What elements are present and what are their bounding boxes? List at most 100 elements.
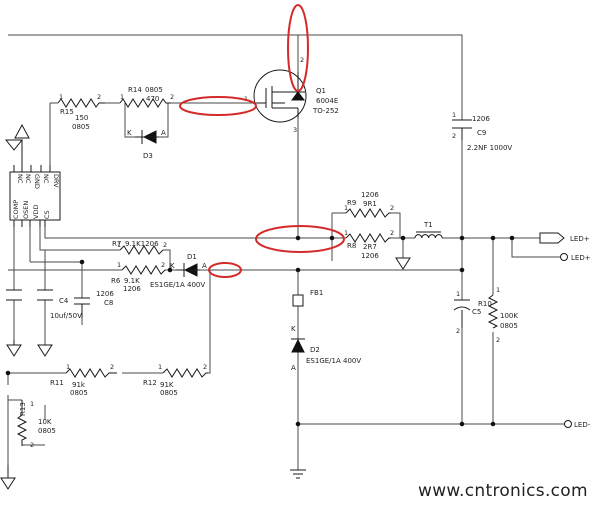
r11-value: 91k xyxy=(72,381,86,389)
r7-value: 9.1K1206 xyxy=(125,240,159,248)
d1-a: A xyxy=(202,262,207,270)
r15-pin1: 1 xyxy=(59,93,63,101)
r14-pin1: 1 xyxy=(120,93,124,101)
led-plus-label-1: LED+ xyxy=(570,235,590,243)
junction-dots xyxy=(5,235,515,427)
q1-package: TO-252 xyxy=(312,107,339,115)
r9-size: 1206 xyxy=(361,191,379,199)
resistor-r12: R12 91K 0805 1 2 xyxy=(143,363,208,397)
r10-ref: R10 xyxy=(478,300,492,308)
d3-a: A xyxy=(161,129,166,137)
r13-size: 0805 xyxy=(38,427,56,435)
ic-pin-label-top: DRV xyxy=(52,174,60,188)
capacitor-c8: 1206 C8 xyxy=(74,290,114,318)
r12-pin2: 2 xyxy=(203,363,207,371)
r6-value: 9.1K xyxy=(124,277,140,285)
r10-value: 100K xyxy=(500,312,518,320)
c5-pin1: 1 xyxy=(456,290,460,298)
q1-ref: Q1 xyxy=(316,87,326,95)
r13-pin1: 1 xyxy=(30,400,34,408)
t1-ref: T1 xyxy=(423,221,433,229)
r9-value: 9R1 xyxy=(363,200,377,208)
r14-value: 470 xyxy=(146,95,159,103)
led-minus-label: LED- xyxy=(574,421,591,429)
diode-d1: D1 K A ES1GE/1A 400V xyxy=(150,253,207,289)
d2-part: ES1GE/1A 400V xyxy=(306,357,361,365)
c9-pin1: 1 xyxy=(452,111,456,119)
r9-pin1: 1 xyxy=(344,204,348,212)
c9-ref: C9 xyxy=(477,129,486,137)
r13-value: 10K xyxy=(38,418,52,426)
r13-ref: R13 xyxy=(19,402,27,416)
r10-pin1: 1 xyxy=(496,286,500,294)
ic-pin-label-top: NC xyxy=(16,174,24,184)
led-plus-terminal: LED+ xyxy=(560,253,591,262)
d1-part: ES1GE/1A 400V xyxy=(150,281,205,289)
r15-value: 150 xyxy=(75,114,88,122)
r7-pin1: 1 xyxy=(117,241,121,249)
r7-pin2: 2 xyxy=(163,241,167,249)
d1-ref: D1 xyxy=(187,253,197,261)
r14-pin2: 2 xyxy=(170,93,174,101)
r15-size: 0805 xyxy=(72,123,90,131)
r8-pin2: 2 xyxy=(390,229,394,237)
r12-size: 0805 xyxy=(160,389,178,397)
r12-pin1: 1 xyxy=(158,363,162,371)
r7-ref: R7 xyxy=(112,240,121,248)
r11-pin1: 1 xyxy=(66,363,70,371)
r12-ref: R12 xyxy=(143,379,157,387)
c8-ref: C8 xyxy=(104,299,113,307)
diode-d3: K A D3 xyxy=(127,129,166,160)
resistor-r10: R10 100K 0805 1 2 xyxy=(478,286,518,344)
capacitor-c5: 1 C5 2 xyxy=(453,290,481,335)
led-minus-terminal: LED- xyxy=(564,420,591,429)
r8-pin1: 1 xyxy=(344,229,348,237)
c5-pin2: 2 xyxy=(456,327,460,335)
resistor-r8: R8 2R7 1206 1 2 xyxy=(344,229,394,260)
ic-pin-label-bottom: CS xyxy=(43,210,51,219)
r8-value: 2R7 xyxy=(363,243,377,251)
r13-pin2: 2 xyxy=(30,441,34,449)
watermark-text: www.cntronics.com xyxy=(418,481,588,501)
r10-pin2: 2 xyxy=(496,336,500,344)
r6-ref: R6 xyxy=(111,277,121,285)
c9-pin2: 2 xyxy=(452,132,456,140)
ic-pin-label-top: NC xyxy=(42,174,50,184)
r6-size: 1206 xyxy=(123,285,141,293)
capacitor-c4: C4 10uf/50V xyxy=(37,289,82,357)
diode-d2: K A D2 ES1GE/1A 400V xyxy=(291,325,361,372)
q1-pin2: 2 xyxy=(300,56,304,64)
inductor-t1: T1 xyxy=(414,221,443,239)
r6-pin2: 2 xyxy=(161,261,165,269)
r11-pin2: 2 xyxy=(110,363,114,371)
ic-pin-label-bottom: OSEN xyxy=(22,201,30,219)
resistor-r7: R7 9.1K1206 1 2 xyxy=(112,240,167,255)
r6-pin1: 1 xyxy=(117,261,121,269)
d2-ref: D2 xyxy=(310,346,320,354)
q1-pin3: 3 xyxy=(293,126,297,134)
r15-ref: R15 xyxy=(60,108,74,116)
r9-ref: R9 xyxy=(347,199,356,207)
r8-size: 1206 xyxy=(361,252,379,260)
c9-value: 2.2NF 1000V xyxy=(467,144,512,152)
capacitor-left xyxy=(6,289,22,357)
r9-pin2: 2 xyxy=(390,204,394,212)
d3-ref: D3 xyxy=(143,152,153,160)
resistor-r13: R13 10K 0805 1 2 xyxy=(16,400,56,449)
ground-symbols-bottom xyxy=(0,465,306,490)
c5-ref: C5 xyxy=(472,308,481,316)
resistor-r15: R15 150 0805 1 2 xyxy=(57,93,105,131)
resistor-r11: R11 91k 0805 1 2 xyxy=(50,363,117,397)
highlight-marks xyxy=(179,4,345,278)
r11-size: 0805 xyxy=(70,389,88,397)
ic-pin-label-top: NC xyxy=(24,174,32,184)
r12-value: 91K xyxy=(160,381,174,389)
wires xyxy=(7,34,565,470)
r15-pin2: 2 xyxy=(97,93,101,101)
ground-symbol-r8 xyxy=(395,257,411,270)
c9-size: 1206 xyxy=(472,115,490,123)
r14-size: 0805 xyxy=(145,86,163,94)
r8-ref: R8 xyxy=(347,242,356,250)
